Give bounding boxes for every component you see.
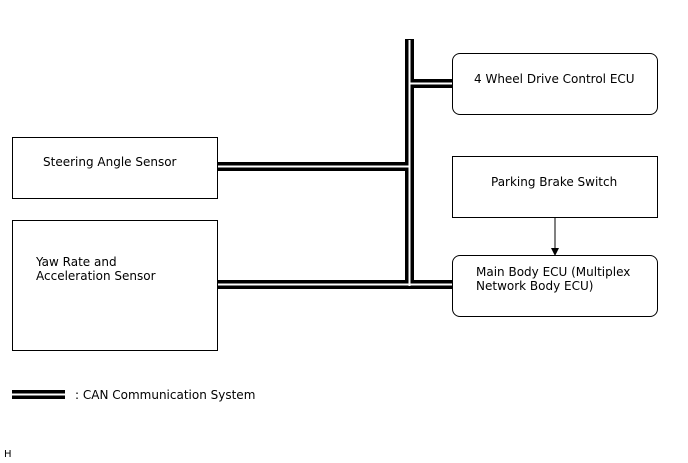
legend-label: : CAN Communication System <box>75 388 256 402</box>
parking-brake-switch-box: Parking Brake Switch <box>452 156 658 218</box>
signal-arrow-parking-brake <box>551 217 559 256</box>
yaw-rate-sensor-label: Yaw Rate and Acceleration Sensor <box>36 255 156 283</box>
legend-can-symbol <box>12 390 65 399</box>
yaw-rate-sensor-box: Yaw Rate and Acceleration Sensor <box>12 220 218 351</box>
footer-mark: H <box>4 449 12 460</box>
main-body-ecu-box: Main Body ECU (Multiplex Network Body EC… <box>452 255 658 317</box>
main-body-ecu-label: Main Body ECU (Multiplex Network Body EC… <box>476 265 631 293</box>
steering-angle-sensor-box: Steering Angle Sensor <box>12 137 218 199</box>
four-wd-ecu-label: 4 Wheel Drive Control ECU <box>474 72 635 86</box>
four-wd-ecu-box: 4 Wheel Drive Control ECU <box>452 53 658 115</box>
parking-brake-switch-label: Parking Brake Switch <box>491 175 618 189</box>
steering-angle-sensor-label: Steering Angle Sensor <box>43 155 177 169</box>
